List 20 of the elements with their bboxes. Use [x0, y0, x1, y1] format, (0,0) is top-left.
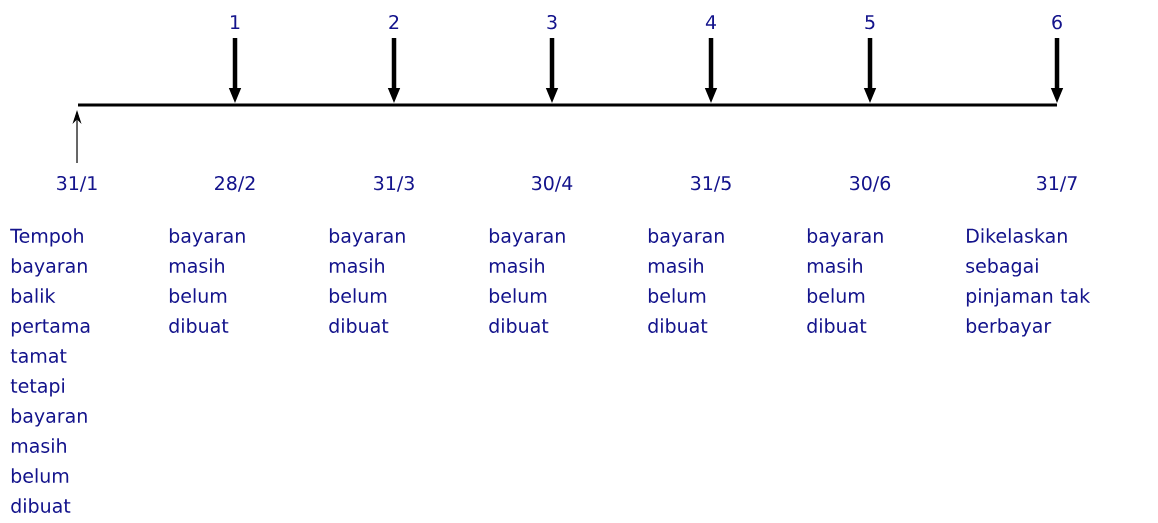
- date-label: 31/7: [1037, 175, 1077, 192]
- description-text: Dikelaskan sebagai pinjaman tak berbayar: [966, 228, 1091, 337]
- date-label: 30/6: [850, 175, 891, 192]
- date-label: 31/5: [691, 175, 731, 192]
- step-number: 4: [705, 15, 716, 29]
- description-text: bayaran masih belum dibuat: [648, 228, 724, 333]
- description-text: bayaran masih belum dibuat: [807, 228, 883, 333]
- step-number: 1: [231, 15, 240, 29]
- step-number: 5: [865, 15, 875, 30]
- date-label: 31/1: [57, 175, 97, 192]
- step-number: 3: [547, 14, 557, 30]
- date-label: 31/3: [374, 175, 414, 192]
- date-label: 30/4: [532, 175, 573, 192]
- description-text: bayaran masih belum dibuat: [329, 228, 405, 333]
- step-number: 6: [1052, 14, 1062, 30]
- step-number: 2: [389, 14, 399, 29]
- description-text: bayaran masih belum dibuat: [489, 228, 565, 333]
- description-text: bayaran masih belum dibuat: [169, 228, 245, 333]
- description-text: Tempoh bayaran balik pertama tamat tetapi bayaran masih belum dibuat: [10, 228, 90, 513]
- date-label: 28/2: [215, 175, 255, 192]
